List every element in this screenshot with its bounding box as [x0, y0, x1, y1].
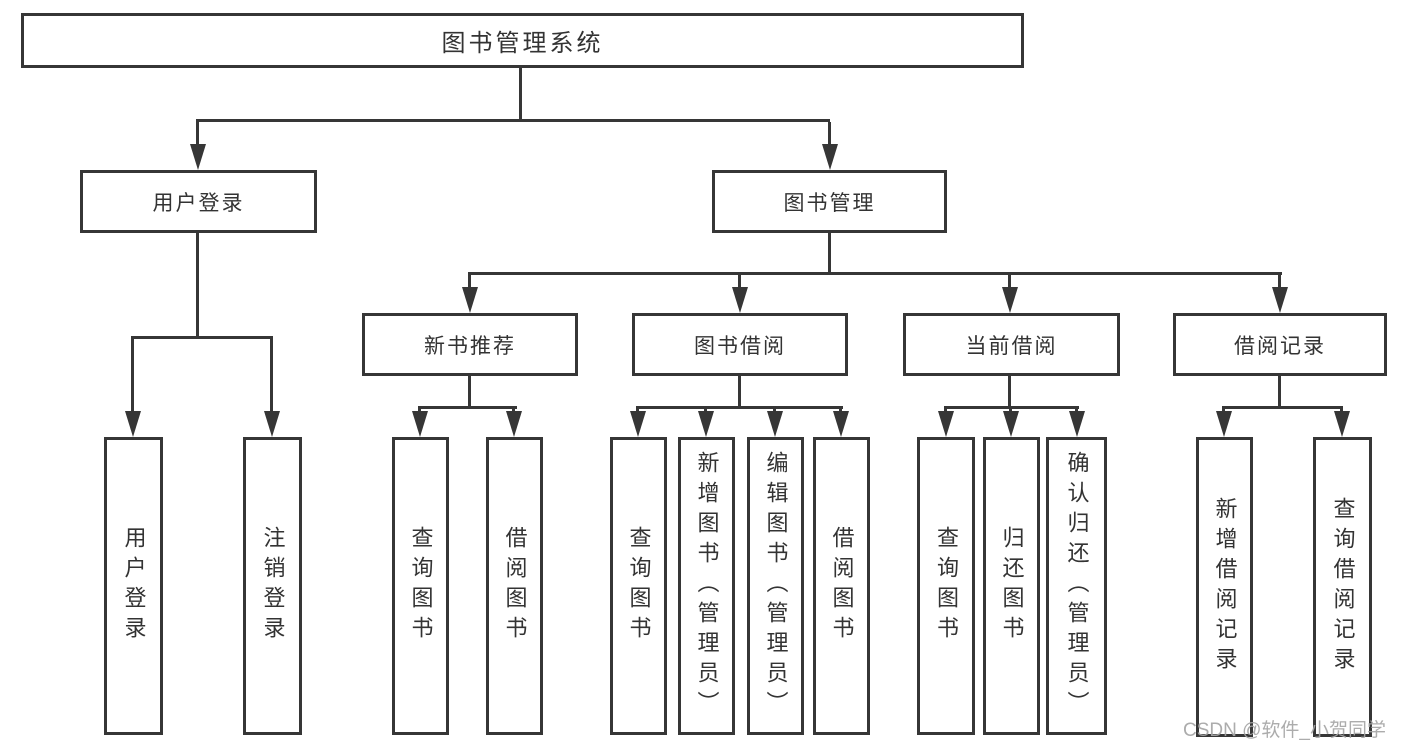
connector-line — [1008, 275, 1011, 289]
csdn-watermark: CSDN @软件_小贺同学 — [1183, 720, 1386, 741]
node-book-borrowing: 图书借阅 — [632, 313, 848, 376]
arrow-down-icon — [190, 144, 206, 170]
leaf-confirm-return-admin-label: 确认归还（管理员） — [1064, 451, 1090, 721]
connector-line — [468, 376, 471, 409]
leaf-add-books-admin-label: 新增图书（管理员） — [694, 451, 720, 721]
connector-line — [1278, 275, 1281, 289]
connector-line — [196, 119, 830, 122]
node-borrowing-records: 借阅记录 — [1173, 313, 1387, 376]
connector-line — [944, 406, 1079, 409]
node-book-management-label: 图书管理 — [783, 191, 876, 215]
arrow-down-icon — [1002, 287, 1018, 313]
connector-line — [196, 233, 199, 339]
connector-line — [1278, 376, 1281, 409]
arrow-down-icon — [125, 411, 141, 437]
leaf-query-books-borrowing-label: 查询图书 — [626, 526, 652, 646]
arrow-down-icon — [506, 411, 522, 437]
connector-line — [1222, 406, 1343, 409]
arrow-down-icon — [698, 411, 714, 437]
leaf-edit-books-admin-label: 编辑图书（管理员） — [763, 451, 789, 721]
connector-line — [1008, 376, 1011, 409]
arrow-down-icon — [767, 411, 783, 437]
connector-line — [468, 275, 471, 289]
arrow-down-icon — [1272, 287, 1288, 313]
connector-line — [519, 68, 522, 122]
leaf-add-borrow-record-label: 新增借阅记录 — [1212, 497, 1238, 677]
leaf-user-login-label: 用户登录 — [121, 526, 147, 646]
node-current-borrowing: 当前借阅 — [903, 313, 1120, 376]
connector-line — [131, 336, 273, 339]
connector-line — [270, 339, 273, 413]
leaf-borrow-books-recommend: 借阅图书 — [486, 437, 543, 735]
arrow-down-icon — [822, 144, 838, 170]
node-current-borrowing-label: 当前借阅 — [965, 334, 1058, 358]
arrow-down-icon — [264, 411, 280, 437]
node-new-book-recommendation-label: 新书推荐 — [424, 334, 516, 358]
node-book-management: 图书管理 — [712, 170, 947, 233]
node-borrowing-records-label: 借阅记录 — [1234, 334, 1326, 358]
leaf-borrow-books-borrowing-label: 借阅图书 — [829, 526, 855, 646]
connector-line — [738, 275, 741, 289]
leaf-query-books-recommend: 查询图书 — [392, 437, 449, 735]
leaf-edit-books-admin: 编辑图书（管理员） — [747, 437, 804, 735]
arrow-down-icon — [1003, 411, 1019, 437]
leaf-query-borrow-record-label: 查询借阅记录 — [1330, 497, 1356, 677]
node-root-label: 图书管理系统 — [441, 30, 604, 57]
arrow-down-icon — [1069, 411, 1085, 437]
arrow-down-icon — [1334, 411, 1350, 437]
connector-line — [196, 122, 199, 148]
node-book-borrowing-label: 图书借阅 — [694, 334, 786, 358]
connector-line — [828, 122, 831, 148]
leaf-borrow-books-borrowing: 借阅图书 — [813, 437, 870, 735]
arrow-down-icon — [938, 411, 954, 437]
leaf-return-books-label: 归还图书 — [999, 526, 1025, 646]
leaf-confirm-return-admin: 确认归还（管理员） — [1046, 437, 1107, 735]
leaf-query-books-borrowing: 查询图书 — [610, 437, 667, 735]
connector-line — [636, 406, 843, 409]
leaf-query-books-current-label: 查询图书 — [934, 526, 959, 646]
node-user-login: 用户登录 — [80, 170, 317, 233]
arrow-down-icon — [630, 411, 646, 437]
leaf-query-books-current: 查询图书 — [917, 437, 975, 735]
connector-line — [738, 376, 741, 409]
arrow-down-icon — [412, 411, 428, 437]
node-user-login-label: 用户登录 — [152, 191, 245, 215]
connector-line — [468, 272, 1282, 275]
leaf-user-login: 用户登录 — [104, 437, 163, 735]
arrow-down-icon — [732, 287, 748, 313]
leaf-add-books-admin: 新增图书（管理员） — [678, 437, 735, 735]
arrow-down-icon — [1216, 411, 1232, 437]
connector-line — [828, 233, 831, 275]
leaf-logout: 注销登录 — [243, 437, 302, 735]
leaf-query-borrow-record: 查询借阅记录 — [1313, 437, 1372, 737]
connector-line — [131, 339, 134, 413]
connector-line — [418, 406, 517, 409]
arrow-down-icon — [833, 411, 849, 437]
leaf-logout-label: 注销登录 — [260, 526, 286, 646]
leaf-return-books: 归还图书 — [983, 437, 1040, 735]
arrow-down-icon — [462, 287, 478, 313]
leaf-add-borrow-record: 新增借阅记录 — [1196, 437, 1253, 737]
node-new-book-recommendation: 新书推荐 — [362, 313, 578, 376]
leaf-borrow-books-recommend-label: 借阅图书 — [502, 526, 528, 646]
node-root: 图书管理系统 — [21, 13, 1024, 68]
leaf-query-books-recommend-label: 查询图书 — [408, 526, 434, 646]
